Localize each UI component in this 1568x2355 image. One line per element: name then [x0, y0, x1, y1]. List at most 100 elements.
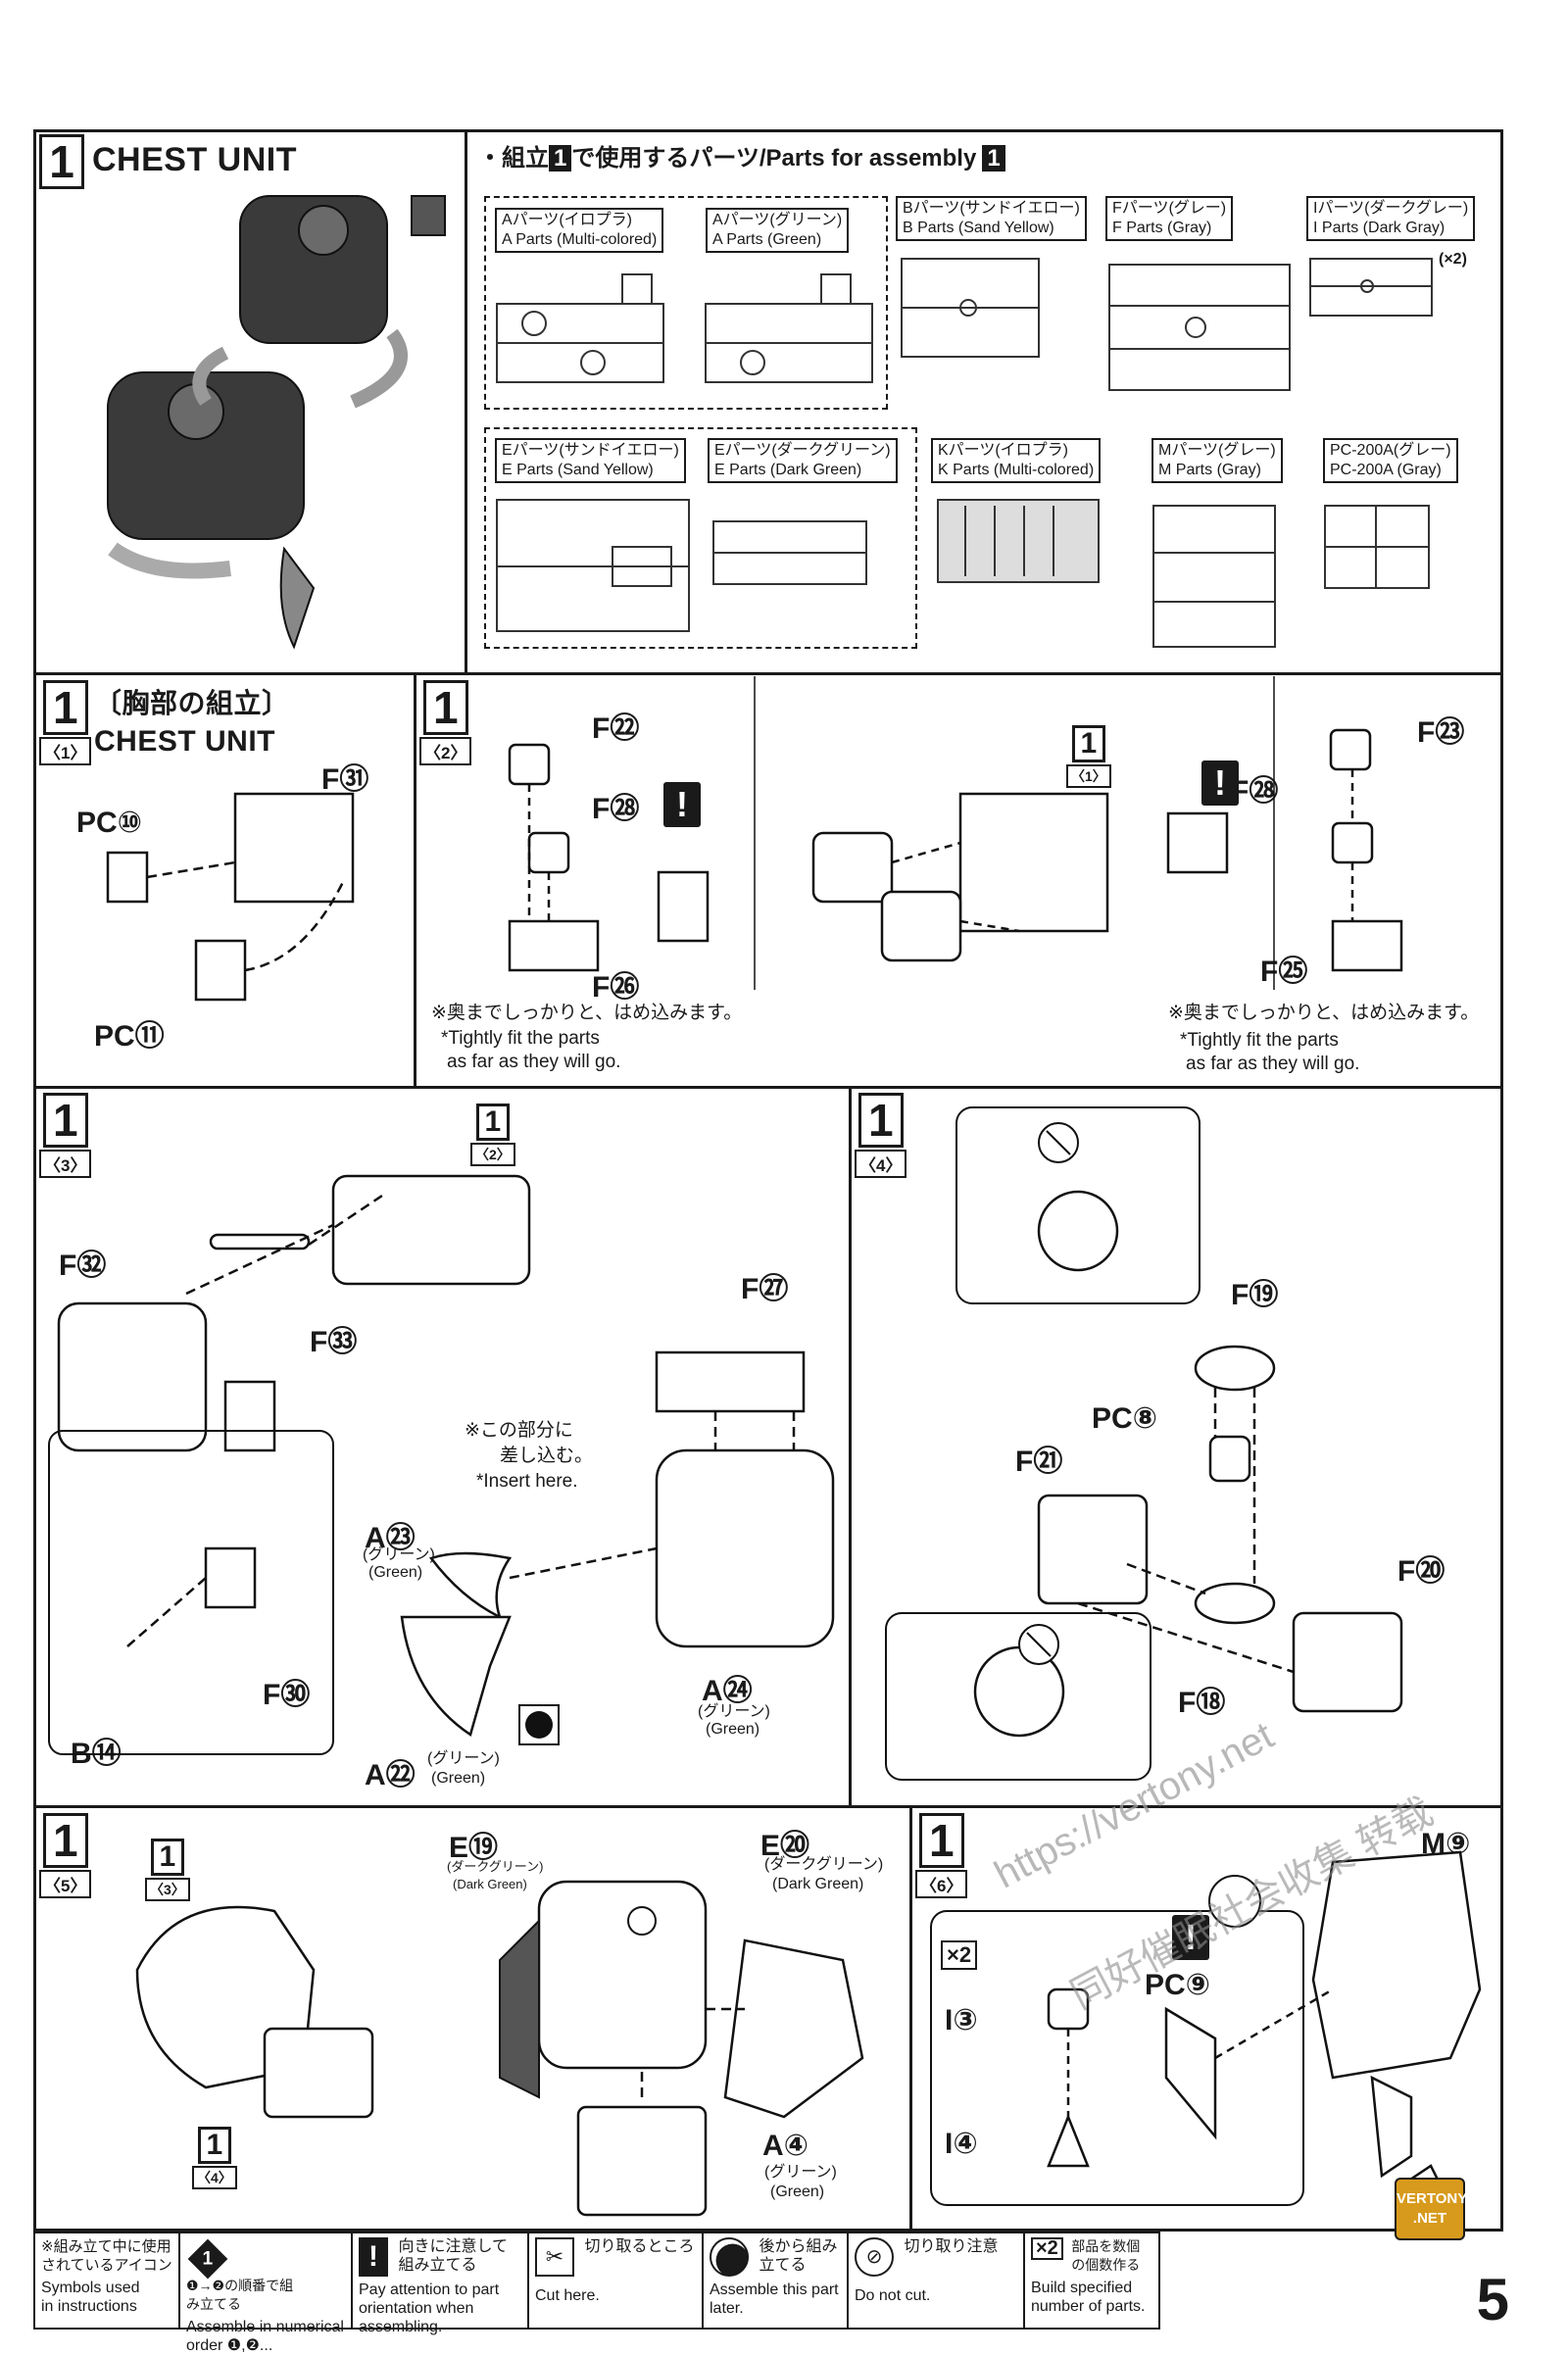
note-en-right-1: *Tightly fit the parts — [1180, 1030, 1339, 1051]
e20-dark-green-en: (Dark Green) — [772, 1876, 864, 1892]
note-en-right-2: as far as they will go. — [1186, 1054, 1360, 1074]
runner-f-icon — [1108, 264, 1291, 391]
chest-unit-illustration — [107, 195, 446, 650]
a-parts-group — [484, 196, 888, 410]
legend-orientation: ! 向きに注意して組み立てる Pay attention to part ori… — [353, 2232, 529, 2335]
a24-green-jp: (グリーン) — [698, 1703, 770, 1720]
substep-6-number: 1 〈6〉 — [915, 1813, 968, 1898]
runner-i-icon — [1309, 258, 1433, 317]
note-jp-left: ※奥までしっかりと、はめ込みます。 — [431, 1003, 743, 1023]
parts-pc200a: PC-200A(グレー)PC-200A (Gray) — [1323, 438, 1458, 483]
runner-e-sand-icon — [496, 499, 690, 632]
note-en-left-2: as far as they will go. — [447, 1052, 621, 1072]
label-a4: A④ — [762, 2130, 809, 2162]
a4-green-en: (Green) — [770, 2183, 825, 2200]
label-f19: F⑲ — [1231, 1279, 1279, 1311]
label-a23: A㉓ — [365, 1522, 416, 1554]
label-pc11: PC⑪ — [94, 1020, 165, 1053]
multiplier-icon: ×2 — [1031, 2237, 1063, 2260]
label-f18: F⑱ — [1178, 1687, 1226, 1719]
label-i3: I③ — [945, 2004, 978, 2036]
label-e19: E⑲ — [449, 1832, 499, 1864]
legend-numerical-order: 1 ❶→❷の順番で組み立てる Assemble in numerical ord… — [180, 2232, 353, 2354]
label-pc9: PC⑨ — [1145, 1969, 1211, 2001]
caution-icon: ! — [359, 2237, 388, 2277]
substep-5-number: 1 〈5〉 — [39, 1813, 92, 1898]
caution-icon-right: ! — [1201, 760, 1239, 806]
note-jp-right: ※奥までしっかりと、はめ込みます。 — [1168, 1003, 1480, 1023]
substep-2-diagram — [508, 676, 1403, 990]
legend-cut-here: ✂ 切り取るところ Cut here. — [529, 2232, 704, 2330]
label-f30: F㉚ — [263, 1679, 311, 1711]
symbols-legend: ※組み立て中に使用 されているアイコン Symbols used in inst… — [33, 2232, 1454, 2354]
a22-green-en: (Green) — [431, 1770, 486, 1787]
divider-row2 — [33, 1086, 1503, 1089]
parts-a-green: Aパーツ(グリーン)A Parts (Green) — [706, 208, 850, 253]
substep-3-number: 1 〈3〉 — [39, 1093, 92, 1178]
label-f33: F㉝ — [310, 1326, 358, 1358]
substep-4-number: 1 〈4〉 — [855, 1093, 907, 1178]
label-a24: A㉔ — [702, 1675, 753, 1707]
label-f32: F㉜ — [59, 1250, 107, 1282]
substep-4-diagram — [885, 1106, 1403, 1781]
parts-a-multi: Aパーツ(イロプラ)A Parts (Multi-colored) — [495, 208, 664, 253]
divider-s1-s2 — [414, 672, 416, 1088]
insert-note-en: *Insert here. — [476, 1471, 578, 1492]
vertony-badge-logo: VERTONY.NET — [1395, 2178, 1467, 2240]
divider-row3 — [33, 1805, 1503, 1808]
runner-b-icon — [901, 258, 1040, 358]
label-f22: F㉒ — [592, 712, 640, 745]
divider-top — [33, 672, 1503, 675]
multiplier-s6: ×2 — [941, 1940, 978, 1970]
a22-green-jp: (グリーン) — [427, 1750, 500, 1767]
a24-green-en: (Green) — [706, 1721, 760, 1738]
label-f25: F㉕ — [1260, 956, 1308, 988]
legend-do-not-cut: ⊘ 切り取り注意 Do not cut. — [849, 2232, 1025, 2330]
numbered-step-icon: 1 — [187, 2238, 228, 2280]
e19-dark-green-jp: (ダークグリーン) — [447, 1859, 544, 1874]
substep-1-title-jp: 〔胸部の組立〕 — [94, 688, 290, 718]
substep-5-ref-bottom: 1 〈4〉 — [192, 2127, 237, 2189]
insert-note-jp-1: ※この部分に — [465, 1420, 573, 1441]
assemble-later-icon — [710, 2237, 749, 2277]
label-f31: F㉛ — [321, 763, 369, 796]
runner-k-icon — [937, 499, 1100, 583]
label-e20: E⑳ — [760, 1830, 810, 1862]
parts-m-gray: Mパーツ(グレー)M Parts (Gray) — [1152, 438, 1283, 483]
substep-3-diagram — [48, 1174, 835, 1755]
runner-m-icon — [1152, 505, 1276, 648]
insert-note-jp-2: 差し込む。 — [500, 1446, 594, 1466]
divider-header — [465, 129, 467, 674]
a23-green-en: (Green) — [368, 1564, 423, 1581]
legend-intro: ※組み立て中に使用 されているアイコン Symbols used in inst… — [33, 2232, 180, 2330]
label-a22: A㉒ — [365, 1759, 416, 1791]
step-title: CHEST UNIT — [92, 141, 297, 178]
label-f21: F㉑ — [1015, 1446, 1063, 1478]
caution-icon-left: ! — [663, 782, 701, 827]
substep-1-title-en: CHEST UNIT — [94, 725, 275, 758]
e20-dark-green-jp: (ダークグリーン) — [764, 1856, 884, 1873]
runner-pc200a-icon — [1324, 505, 1430, 589]
a23-green-jp: (グリーン) — [363, 1546, 435, 1563]
no-cut-icon: ⊘ — [855, 2237, 894, 2277]
label-f23: F㉓ — [1417, 716, 1465, 749]
substep-1-diagram — [106, 792, 355, 1002]
parts-i-dark-gray: Iパーツ(ダークグレー)I Parts (Dark Gray) — [1306, 196, 1476, 241]
e19-dark-green-en: (Dark Green) — [453, 1877, 527, 1891]
label-f20: F⑳ — [1397, 1555, 1446, 1588]
instruction-sheet — [33, 129, 1503, 2232]
note-en-left-1: *Tightly fit the parts — [441, 1028, 600, 1049]
e-parts-group — [484, 427, 917, 649]
label-pc10: PC⑩ — [76, 807, 143, 839]
a4-green-jp: (グリーン) — [764, 2164, 837, 2181]
runner-a-green-icon — [705, 273, 873, 383]
scissors-icon: ✂ — [535, 2237, 574, 2277]
divider-s5-s6 — [909, 1805, 912, 2232]
label-i4: I④ — [945, 2128, 978, 2160]
substep-2-number: 1 〈2〉 — [419, 680, 472, 765]
parts-f-gray: Fパーツ(グレー)F Parts (Gray) — [1105, 196, 1234, 241]
label-f27: F㉗ — [741, 1273, 789, 1305]
parts-k-multi: Kパーツ(イロプラ)K Parts (Multi-colored) — [931, 438, 1102, 483]
substep-5-diagram — [135, 1880, 864, 2217]
